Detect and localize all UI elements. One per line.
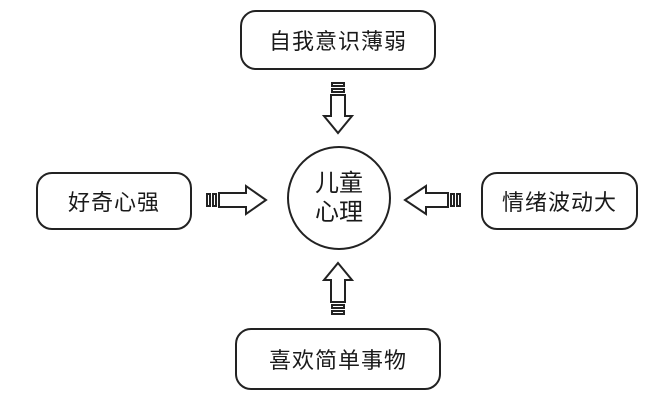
- node-label: 喜欢简单事物: [268, 349, 407, 374]
- node-self-awareness: 自我意识薄弱: [240, 10, 436, 70]
- node-emotional-volatility: 情绪波动大: [481, 172, 638, 230]
- center-label-line2: 心理: [315, 198, 363, 226]
- center-circle: 儿童 心理: [287, 146, 391, 250]
- center-label-line1: 儿童: [315, 169, 363, 198]
- node-label: 情绪波动大: [501, 191, 617, 216]
- node-label: 好奇心强: [67, 191, 160, 216]
- node-curiosity: 好奇心强: [36, 172, 192, 230]
- arrow-left-to-center: [206, 184, 268, 216]
- arrow-top-to-center: [321, 82, 355, 135]
- arrow-bottom-to-center: [321, 261, 355, 315]
- node-simple-things: 喜欢简单事物: [235, 328, 441, 390]
- node-label: 自我意识薄弱: [268, 30, 407, 55]
- arrow-right-to-center: [403, 184, 461, 216]
